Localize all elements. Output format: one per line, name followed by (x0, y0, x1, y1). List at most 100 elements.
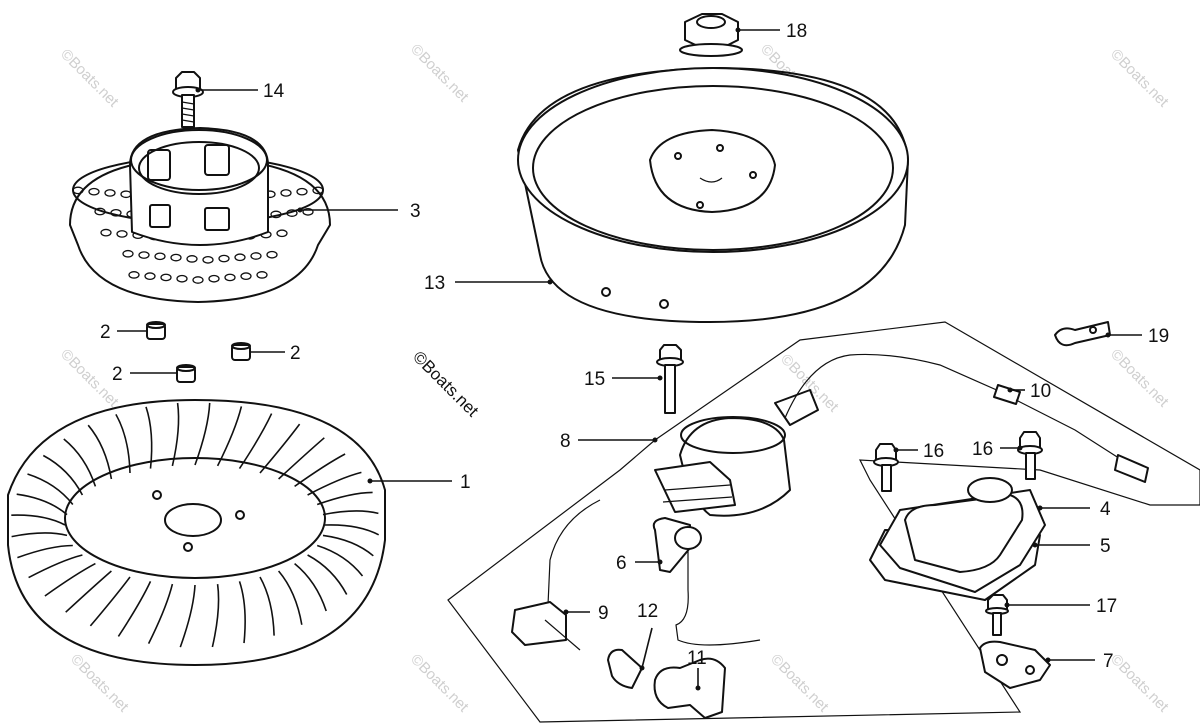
pulley-hole (224, 273, 236, 282)
pulley-hole (240, 272, 252, 281)
flange-bolt-icon (985, 594, 1009, 636)
pulley-hole (186, 255, 198, 263)
fan-fin (316, 544, 364, 577)
callout-17: 17 (1096, 596, 1117, 617)
pulley-hole (218, 254, 230, 263)
pulley-hole (202, 255, 214, 264)
flywheel-icon (517, 67, 909, 323)
fan-fin (277, 570, 303, 625)
fan-fin (115, 414, 131, 474)
terminal-icon (653, 657, 726, 719)
callout-5: 5 (1100, 536, 1111, 557)
fan-fin (322, 534, 374, 557)
callout-13: 13 (424, 273, 445, 294)
pulley-hole (154, 252, 166, 261)
callout-15: 15 (584, 369, 605, 390)
callout-18: 18 (786, 21, 807, 42)
fan-fin (307, 471, 362, 496)
pulley-hole (280, 189, 292, 197)
pulley-hole (296, 187, 308, 196)
fan-fin (238, 413, 273, 470)
pulley-hole (170, 253, 182, 262)
fan-fin (11, 532, 68, 538)
fan-fin (316, 491, 373, 506)
callout-16: 16 (923, 441, 944, 462)
pulley-hole (312, 186, 324, 195)
cord-icon (993, 384, 1149, 483)
watermark: ©Boats.net (1107, 346, 1172, 411)
fan-fin (278, 437, 325, 480)
flange-bolt-icon (873, 431, 1043, 492)
pulley-hole (104, 189, 116, 197)
fan-fin (63, 438, 97, 487)
fan-fin (171, 402, 180, 467)
callout-16: 16 (972, 439, 993, 460)
cooling-fan-icon (7, 399, 386, 666)
fan-fin (42, 454, 84, 496)
perforated-pulley-icon (69, 127, 331, 303)
pulley-hole (128, 271, 140, 279)
fan-fin (211, 583, 220, 648)
flange-bolt-icon (656, 344, 684, 414)
fan-fin (194, 402, 211, 466)
pulley-hole (286, 209, 298, 217)
cord-clamp-icon (1054, 321, 1111, 347)
callout-19: 19 (1148, 326, 1169, 347)
fan-fin (44, 562, 96, 597)
fan-fin (147, 583, 174, 644)
pulley-hole (160, 273, 172, 282)
fan-fin (28, 554, 83, 579)
callout-2: 2 (290, 343, 301, 364)
watermark: ©Boats.net (407, 41, 472, 106)
callout-2: 2 (100, 322, 111, 343)
spark-plug-cap-icon (511, 601, 581, 651)
pulley-hole (138, 251, 150, 259)
pulley-hole (122, 249, 134, 258)
fan-fin (324, 524, 380, 536)
fan-fin (11, 514, 66, 526)
callout-14: 14 (263, 81, 285, 102)
callout-10: 10 (1030, 381, 1051, 402)
flange-nut-icon (679, 13, 743, 57)
fan-fin (322, 510, 379, 516)
callout-2: 2 (112, 364, 123, 385)
contact-breaker-icon (979, 640, 1051, 689)
fan-fin (89, 576, 131, 627)
spacer-collar-icon (146, 321, 251, 383)
ignition-coil-icon (547, 353, 1009, 606)
pulley-hole (266, 250, 278, 259)
callout-12: 12 (637, 601, 658, 622)
pulley-hole (176, 274, 188, 283)
pulley-hole (116, 230, 128, 238)
callouts: 14 3 2 2 2 1 18 13 15 8 19 10 16 (100, 21, 1169, 691)
pulley-hole (276, 229, 288, 238)
fan-fin (17, 544, 73, 559)
pulley-hole (72, 186, 84, 195)
pulley-hole (208, 274, 220, 283)
watermark-main: ©Boats.net (409, 347, 482, 420)
pulley-hole (94, 207, 106, 216)
callout-1: 1 (460, 472, 471, 493)
fan-fin (179, 584, 196, 648)
fan-fin (16, 493, 68, 516)
pulley-hole (302, 207, 314, 216)
callout-3: 3 (410, 201, 421, 222)
assembly-boundary (447, 321, 1200, 723)
fan-fin (259, 576, 275, 636)
callout-9: 9 (598, 603, 609, 624)
fan-fin (216, 406, 243, 467)
watermark: ©Boats.net (767, 651, 832, 716)
rubber-boot-icon (607, 648, 643, 689)
pulley-hole (88, 187, 100, 196)
watermark: ©Boats.net (67, 651, 132, 716)
fan-fin (294, 562, 327, 612)
pulley-hole (100, 228, 112, 237)
pulley-hole (250, 252, 262, 260)
pulley-hole (256, 271, 268, 279)
pulley-hole (192, 276, 204, 284)
watermark: ©Boats.net (407, 651, 472, 716)
cover-icon (879, 477, 1046, 593)
fan-fin (87, 424, 113, 480)
fan-fin (259, 423, 301, 474)
